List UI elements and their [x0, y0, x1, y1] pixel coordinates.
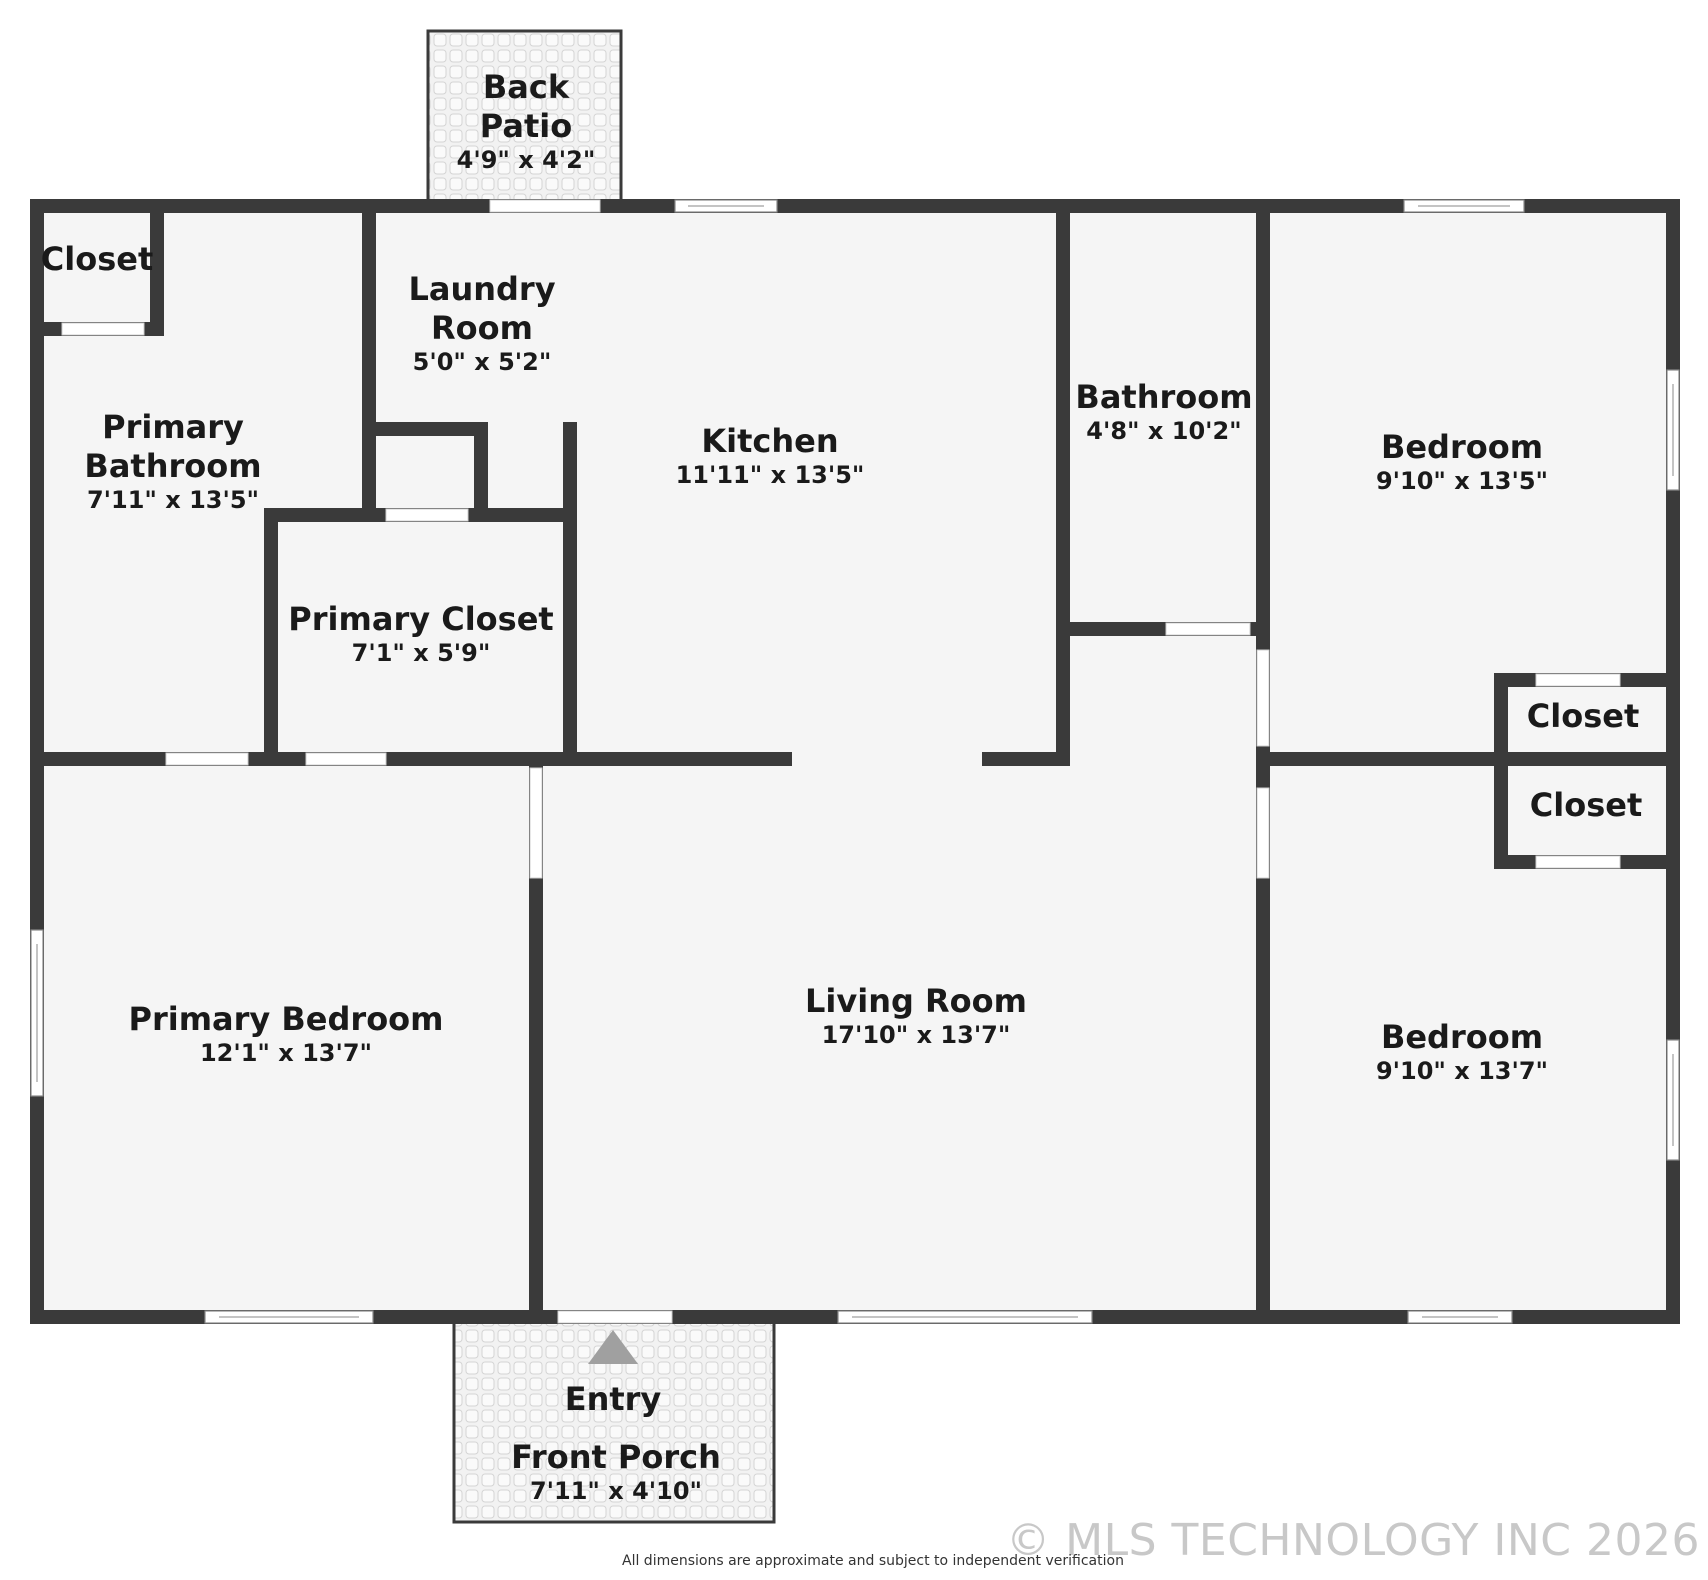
door-rcloset-upper	[1535, 673, 1621, 687]
label-primary-closet: Primary Closet 7'1" x 5'9"	[288, 600, 554, 668]
wall-laundry-stub	[563, 422, 577, 522]
wall-bath-bedroom	[1256, 206, 1270, 1316]
window-top-kitchen	[674, 199, 778, 213]
label-living-room: Living Room 17'10" x 13'7"	[805, 982, 1027, 1050]
wall-main-horizontal-mid	[982, 752, 1070, 766]
wall-main-horizontal-right	[1260, 752, 1672, 766]
wall-rcloset-left	[1494, 673, 1508, 869]
label-bathroom: Bathroom 4'8" x 10'2"	[1075, 378, 1253, 446]
label-entry: Entry	[564, 1380, 662, 1418]
window-right-bedroom-bottom	[1666, 1039, 1680, 1161]
window-bottom-living	[837, 1310, 1093, 1324]
door-bedroom-bottom	[1256, 787, 1270, 879]
label-back-patio: Back Patio 4'9" x 4'2"	[456, 68, 596, 175]
wall-kitchen-bath	[1056, 206, 1070, 766]
wall-closet-tl-right	[150, 206, 164, 336]
label-bedroom-bottom: Bedroom 9'10" x 13'7"	[1375, 1018, 1549, 1086]
label-laundry-room: Laundry Room 5'0" x 5'2"	[408, 270, 556, 377]
back-patio-area	[426, 29, 623, 207]
wall-main-horizontal-left	[36, 752, 792, 766]
label-front-porch: Front Porch 7'11" x 4'10"	[511, 1438, 721, 1506]
label-primary-bedroom: Primary Bedroom 12'1" x 13'7"	[128, 1000, 444, 1068]
window-top-bedroom	[1403, 199, 1525, 213]
wall-bath-laundry	[362, 206, 376, 522]
wall-laundry-bottom	[362, 422, 488, 436]
door-primary-bath	[165, 752, 249, 766]
door-primary-closet	[385, 508, 469, 522]
label-kitchen: Kitchen 11'11" x 13'5"	[675, 422, 865, 490]
door-pcloset-bottom	[305, 752, 387, 766]
door-rcloset-lower	[1535, 855, 1621, 869]
window-bottom-bedroom	[1407, 1310, 1513, 1324]
door-front	[557, 1310, 673, 1324]
window-bottom-primary-bedroom	[204, 1310, 374, 1324]
label-bedroom-top: Bedroom 9'10" x 13'5"	[1375, 428, 1549, 496]
wall-pcloset-left	[264, 508, 278, 766]
window-left-primary-bedroom	[30, 929, 44, 1097]
label-primary-bathroom: Primary Bathroom 7'11" x 13'5"	[84, 408, 262, 515]
label-closet-right-upper: Closet	[1526, 697, 1640, 735]
entry-arrow-icon	[588, 1330, 638, 1364]
copyright-watermark: © MLS TECHNOLOGY INC 2026	[1006, 1515, 1700, 1566]
label-closet-top-left: Closet	[40, 240, 154, 278]
label-closet-right-lower: Closet	[1529, 786, 1643, 824]
door-primary-bedroom	[529, 767, 543, 879]
wall-pbed-living	[529, 760, 543, 1316]
door-bedroom-top	[1256, 649, 1270, 747]
dimensions-disclaimer: All dimensions are approximate and subje…	[622, 1553, 1124, 1569]
door-back-patio	[489, 199, 601, 213]
window-right-bedroom-top	[1666, 369, 1680, 491]
door-closet-tl	[61, 322, 145, 336]
wall-laundry-nook-right	[474, 422, 488, 522]
door-bathroom	[1165, 622, 1251, 636]
wall-pcloset-right	[563, 508, 577, 766]
